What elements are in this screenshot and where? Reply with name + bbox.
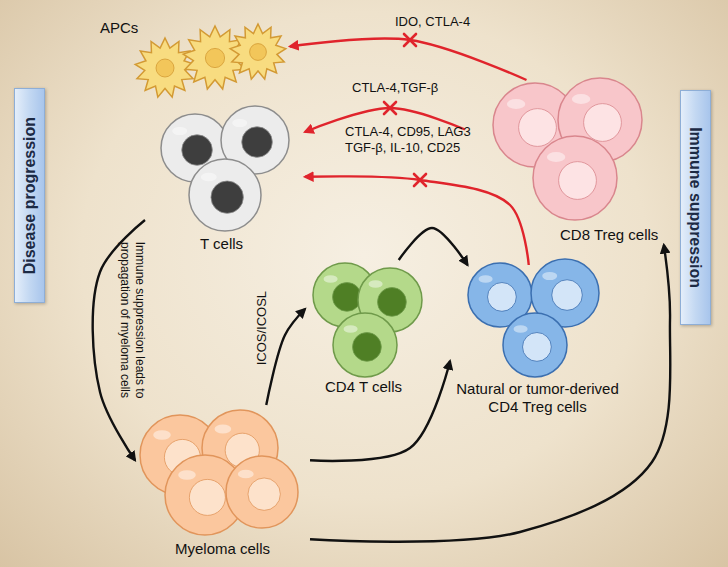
band-label: Disease progression bbox=[20, 117, 39, 274]
cell-nucleus bbox=[333, 283, 362, 312]
cell-label: CD8 Treg cells bbox=[560, 226, 670, 244]
band-label: Immune suppression bbox=[686, 127, 705, 288]
cell-highlight bbox=[369, 280, 383, 288]
cell bbox=[189, 159, 261, 231]
edge-label: IDO, CTLA-4 bbox=[395, 14, 470, 30]
flow-arrow bbox=[399, 228, 468, 265]
flow-arrow bbox=[310, 245, 670, 542]
cell-nucleus bbox=[211, 181, 243, 213]
cell-highlight bbox=[344, 325, 358, 333]
cell-highlight bbox=[324, 275, 338, 283]
apc-cluster: APCs bbox=[100, 15, 290, 105]
cell-highlight bbox=[215, 424, 232, 433]
immune-suppression-band: Immune suppression bbox=[680, 90, 711, 325]
inhibition-arrow bbox=[305, 176, 529, 265]
cell-highlight bbox=[542, 272, 557, 280]
cell-highlight bbox=[514, 325, 528, 333]
apc-nucleus bbox=[250, 44, 267, 61]
cell-nucleus bbox=[182, 135, 213, 166]
cell-cluster bbox=[135, 405, 310, 563]
cell-nucleus bbox=[523, 333, 552, 362]
cd4-t-cell-cluster: CD4 T cells bbox=[305, 260, 430, 400]
cell-body bbox=[189, 159, 261, 231]
cell bbox=[226, 456, 298, 528]
cell-highlight bbox=[201, 173, 217, 182]
edge-label: CTLA-4,TGF-β bbox=[352, 80, 438, 96]
apc-cell bbox=[230, 24, 286, 79]
edge-label: ICOS/ICOSL bbox=[254, 291, 270, 365]
cell-highlight bbox=[232, 119, 247, 127]
cd8-treg-cluster: CD8 Treg cells bbox=[465, 80, 670, 245]
cell-label: APCs bbox=[100, 19, 160, 37]
flow-arrow bbox=[266, 309, 305, 405]
cell-nucleus bbox=[353, 333, 382, 362]
cell bbox=[333, 313, 397, 377]
apc-body bbox=[230, 24, 286, 79]
edge-label: Immune suppression leads to propagation … bbox=[117, 220, 147, 420]
cell-body bbox=[226, 456, 298, 528]
cell-body bbox=[533, 136, 617, 220]
cell-nucleus bbox=[189, 479, 225, 515]
flow-arrow bbox=[310, 361, 450, 461]
cell-nucleus bbox=[242, 127, 273, 158]
cell-highlight bbox=[547, 152, 565, 162]
cell-highlight bbox=[507, 99, 525, 109]
cell-highlight bbox=[238, 470, 254, 479]
cell-label: CD4 T cells bbox=[325, 378, 430, 396]
cell-label: T cells bbox=[200, 235, 300, 253]
cd4-treg-cluster: Natural or tumor-derived CD4 Treg cells bbox=[450, 265, 625, 425]
cell bbox=[503, 313, 567, 377]
cell-body bbox=[503, 313, 567, 377]
block-cross bbox=[384, 34, 426, 186]
cell-highlight bbox=[178, 470, 196, 480]
cell-label: Myeloma cells bbox=[135, 540, 310, 558]
cell-nucleus bbox=[378, 288, 407, 317]
cell-nucleus bbox=[519, 109, 557, 147]
disease-progression-band: Disease progression bbox=[14, 88, 45, 303]
cell-highlight bbox=[172, 127, 187, 135]
cell-nucleus bbox=[559, 162, 597, 200]
apc-nucleus bbox=[205, 48, 224, 67]
t-cell-cluster: T cells bbox=[145, 100, 305, 260]
cell-body bbox=[333, 313, 397, 377]
cell-label: Natural or tumor-derived CD4 Treg cells bbox=[450, 380, 625, 416]
inhibition-arrow bbox=[290, 39, 527, 80]
cell-nucleus bbox=[584, 104, 622, 142]
edge-label: CTLA-4, CD95, LAG3 TGF-β, IL-10, CD25 bbox=[345, 124, 479, 157]
apc-nucleus bbox=[156, 59, 174, 77]
cell-nucleus bbox=[552, 280, 583, 311]
cell-highlight bbox=[572, 94, 590, 104]
myeloma-cluster: Myeloma cells bbox=[135, 405, 310, 563]
cell-highlight bbox=[479, 275, 493, 283]
cell bbox=[533, 136, 617, 220]
cell-highlight bbox=[153, 430, 171, 440]
cell-nucleus bbox=[248, 478, 280, 510]
cell-cluster bbox=[465, 80, 670, 245]
cell-nucleus bbox=[488, 283, 517, 312]
